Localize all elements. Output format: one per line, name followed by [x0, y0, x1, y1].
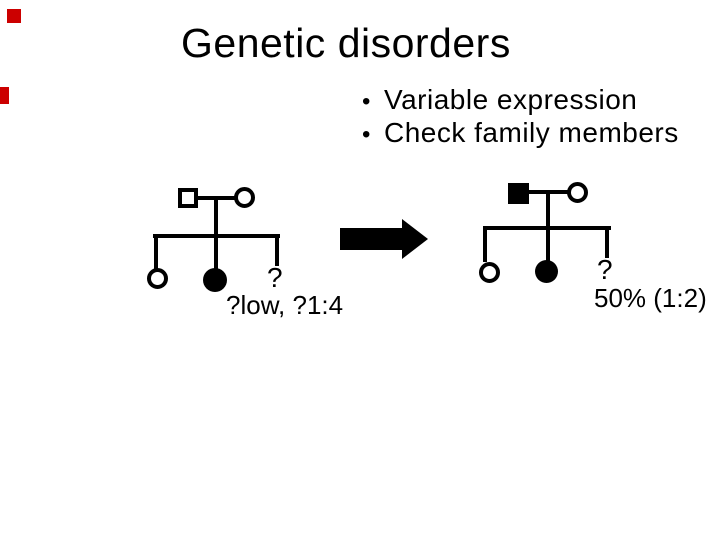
pedigree-caption: ?low, ?1:4 [226, 290, 344, 320]
bullet-list: • Variable expression • Check family mem… [362, 84, 679, 150]
bullet-dot-icon: • [362, 121, 371, 148]
arrow-shaft [340, 228, 402, 250]
sibship-line [153, 234, 280, 238]
sibship-line [483, 226, 611, 230]
bullet-text: Check family members [384, 117, 679, 148]
unaffected-daughter-icon [147, 268, 168, 289]
affected-daughter-icon [203, 268, 227, 292]
unaffected-father-icon [178, 188, 198, 208]
child-drop-line [275, 234, 279, 266]
bullet-text: Variable expression [384, 84, 638, 115]
child-drop-line [154, 234, 158, 270]
bullet-item: • Variable expression [362, 84, 679, 117]
unaffected-mother-icon [234, 187, 255, 208]
unaffected-mother-icon [567, 182, 588, 203]
affected-father-icon [508, 183, 529, 204]
child-drop-line [605, 226, 609, 258]
child-drop-line [483, 226, 487, 262]
arrow-head [402, 219, 428, 259]
affected-daughter-icon [535, 260, 558, 283]
pedigree-caption: 50% (1:2) [594, 283, 707, 313]
bullet-item: • Check family members [362, 117, 679, 150]
red-accent-square-left-edge-icon [0, 87, 9, 104]
unknown-offspring-mark: ? [597, 254, 613, 285]
unknown-offspring-mark: ? [267, 262, 283, 293]
bullet-dot-icon: • [362, 88, 371, 115]
slide-title: Genetic disorders [181, 20, 511, 66]
unaffected-daughter-icon [479, 262, 500, 283]
red-accent-square-top-left-icon [7, 9, 21, 23]
